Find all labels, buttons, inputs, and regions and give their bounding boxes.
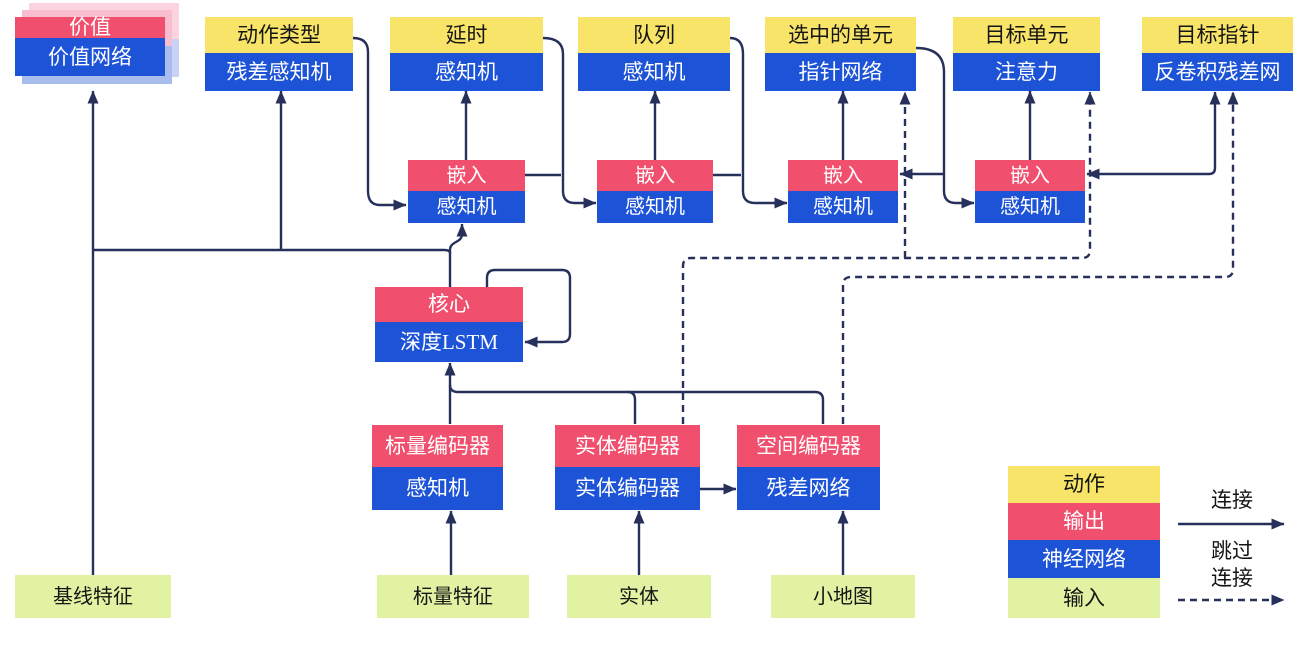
node-scalar-features: 标量特征 — [377, 575, 529, 618]
entity-encoder-output-label: 实体编码器 — [555, 425, 700, 467]
node-spatial-encoder: 空间编码器 残差网络 — [737, 425, 880, 510]
delay-network-label: 感知机 — [390, 53, 543, 91]
node-minimap: 小地图 — [771, 575, 915, 618]
entities-label: 实体 — [567, 575, 711, 618]
target-pointer-network-label: 反卷积残差网 — [1142, 53, 1293, 91]
legend-output-label: 输出 — [1008, 503, 1160, 540]
embedding-2-output-label: 嵌入 — [597, 160, 713, 191]
queue-network-label: 感知机 — [578, 53, 730, 91]
node-embedding-2: 嵌入 感知机 — [597, 160, 713, 223]
node-entity-encoder: 实体编码器 实体编码器 — [555, 425, 700, 510]
node-target-unit: 目标单元 注意力 — [953, 17, 1100, 91]
scalar-encoder-network-label: 感知机 — [372, 467, 503, 510]
baseline-features-label: 基线特征 — [15, 575, 171, 618]
selected-units-action-label: 选中的单元 — [765, 17, 916, 53]
scalar-encoder-output-label: 标量编码器 — [372, 425, 503, 467]
node-embedding-3: 嵌入 感知机 — [788, 160, 898, 223]
node-selected-units: 选中的单元 指针网络 — [765, 17, 916, 91]
embedding-3-network-label: 感知机 — [788, 191, 898, 223]
value-network-label: 价值网络 — [15, 38, 165, 76]
delay-action-label: 延时 — [390, 17, 543, 53]
node-entities: 实体 — [567, 575, 711, 618]
legend-solid-connection-label: 连接 — [1211, 488, 1253, 512]
legend-skip-label-line1: 跳过 — [1211, 539, 1253, 563]
legend-skip-label-line2: 连接 — [1211, 566, 1253, 590]
legend-input-label: 输入 — [1008, 578, 1160, 618]
target-unit-network-label: 注意力 — [953, 53, 1100, 91]
node-action-type: 动作类型 残差感知机 — [205, 17, 353, 91]
queue-action-label: 队列 — [578, 17, 730, 53]
node-value: 价值 价值网络 — [15, 17, 165, 76]
minimap-label: 小地图 — [771, 575, 915, 618]
node-delay: 延时 感知机 — [390, 17, 543, 91]
target-unit-action-label: 目标单元 — [953, 17, 1100, 53]
node-embedding-4: 嵌入 感知机 — [975, 160, 1085, 223]
spatial-encoder-network-label: 残差网络 — [737, 467, 880, 510]
core-network-label: 深度LSTM — [375, 322, 523, 362]
action-type-action-label: 动作类型 — [205, 17, 353, 53]
action-type-network-label: 残差感知机 — [205, 53, 353, 91]
embedding-4-output-label: 嵌入 — [975, 160, 1085, 191]
embedding-3-output-label: 嵌入 — [788, 160, 898, 191]
embedding-1-output-label: 嵌入 — [408, 160, 525, 191]
node-queue: 队列 感知机 — [578, 17, 730, 91]
spatial-encoder-output-label: 空间编码器 — [737, 425, 880, 467]
node-embedding-1: 嵌入 感知机 — [408, 160, 525, 223]
node-target-pointer: 目标指针 反卷积残差网 — [1142, 17, 1293, 91]
solid-connections — [87, 36, 1285, 576]
node-core: 核心 深度LSTM — [375, 287, 523, 362]
node-scalar-encoder: 标量编码器 感知机 — [372, 425, 503, 510]
node-baseline-features: 基线特征 — [15, 575, 171, 618]
embedding-2-network-label: 感知机 — [597, 191, 713, 223]
core-output-label: 核心 — [375, 287, 523, 322]
value-output-label: 价值 — [15, 17, 165, 38]
selected-units-network-label: 指针网络 — [765, 53, 916, 91]
legend-swatches: 动作 输出 神经网络 输入 — [1008, 466, 1160, 618]
legend-action-label: 动作 — [1008, 466, 1160, 503]
embedding-1-network-label: 感知机 — [408, 191, 525, 223]
embedding-4-network-label: 感知机 — [975, 191, 1085, 223]
entity-encoder-network-label: 实体编码器 — [555, 467, 700, 510]
legend-network-label: 神经网络 — [1008, 540, 1160, 578]
skip-connections — [681, 91, 1285, 606]
target-pointer-action-label: 目标指针 — [1142, 17, 1293, 53]
scalar-features-label: 标量特征 — [377, 575, 529, 618]
